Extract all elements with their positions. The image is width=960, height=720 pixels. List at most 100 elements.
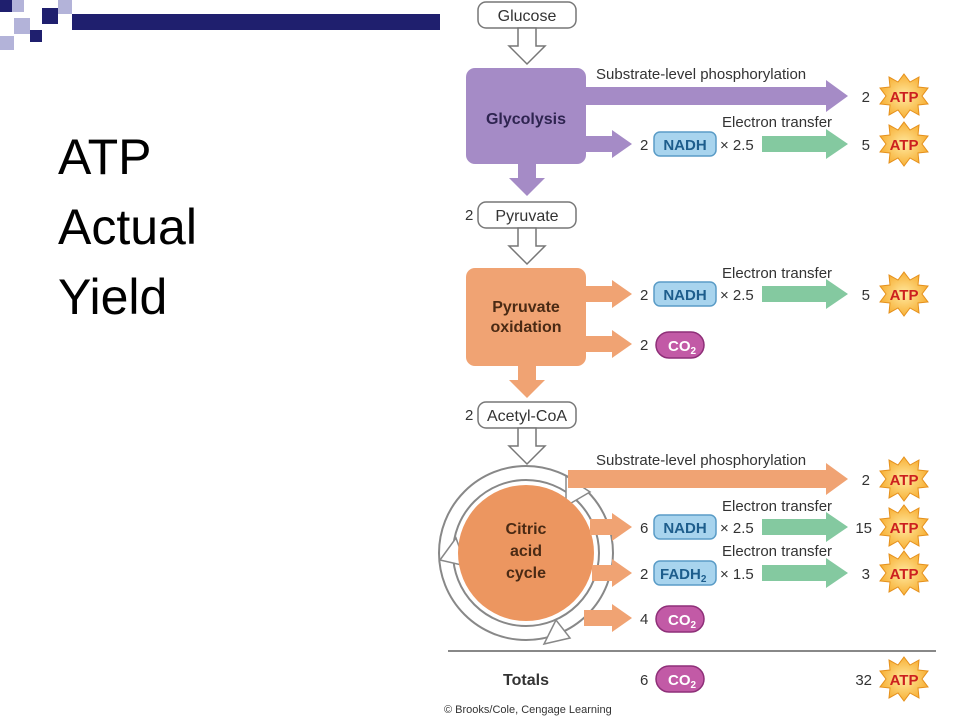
svg-text:ATP: ATP [890,89,919,106]
nadh-pill-gly: NADH [653,131,717,157]
svg-text:ATP: ATP [890,472,919,489]
svg-text:Glucose: Glucose [498,8,557,25]
svg-text:ATP: ATP [890,137,919,154]
glycolysis-stage: Glycolysis [466,68,586,164]
copyright-credit: © Brooks/Cole, Cengage Learning [444,704,612,716]
svg-text:Acetyl-CoA: Acetyl-CoA [487,408,567,425]
title-line-3: Yield [58,269,168,325]
citric-acid-cycle-stage: Citric acid cycle [438,465,614,646]
svg-text:Pyruvate: Pyruvate [495,208,558,225]
gly-et-label: Electron transfer [722,114,832,131]
atp-burst-cac-nadh: ATP [879,504,929,550]
glucose-node: Glucose [477,1,577,29]
co2-pill-pox: CO2 [655,331,705,359]
cac-nadh-multiplier: × 2.5 [720,520,754,537]
atp-burst-pox-et: ATP [879,271,929,317]
gly-et-atp-count: 5 [862,137,870,154]
cac-nadh-arrow [590,513,632,541]
glycolysis-nadh-arrow [584,130,632,158]
cac-nadh-count: 6 [640,520,648,537]
svg-text:FADH2: FADH2 [660,566,707,585]
svg-text:ATP: ATP [890,672,919,689]
svg-text:Citric: Citric [506,521,547,538]
cac-fadh2-et-arrow [762,558,848,588]
down-arrow-acetyl [507,427,547,466]
cac-nadh-et-label: Electron transfer [722,498,832,515]
totals-label: Totals [503,672,549,689]
glycolysis-down-arrow [509,164,545,196]
cac-fadh2-arrow [592,559,632,587]
gly-multiplier: × 2.5 [720,137,754,154]
pyruvate-count: 2 [465,207,473,224]
cac-slp-atp-count: 2 [862,472,870,489]
glycolysis-slp-arrow [584,80,848,112]
pox-et-arrow [762,279,848,309]
gly-et-arrow [762,129,848,159]
cac-co2-count: 4 [640,611,648,628]
co2-pill-total: CO2 [655,665,705,693]
svg-text:ATP: ATP [890,566,919,583]
title-line-1: ATP [58,129,152,185]
svg-text:CO2: CO2 [668,612,697,631]
svg-text:CO2: CO2 [668,672,697,691]
cac-slp-arrow [568,463,848,495]
svg-text:ATP: ATP [890,520,919,537]
co2-pill-cac: CO2 [655,605,705,633]
pox-et-label: Electron transfer [722,265,832,282]
svg-text:Glycolysis: Glycolysis [486,111,566,128]
down-arrow-pyruvate [507,227,547,266]
deco-square-navy-2 [42,8,58,24]
cac-nadh-et-arrow [762,512,848,542]
atp-burst-cac-fadh2: ATP [879,550,929,596]
pox-co2-arrow [584,330,632,358]
cac-co2-arrow [584,604,632,632]
svg-text:NADH: NADH [663,520,706,537]
atp-burst-cac-slp: ATP [879,456,929,502]
pox-nadh-arrow [584,280,632,308]
cac-fadh2-et-label: Electron transfer [722,543,832,560]
svg-text:acid: acid [510,543,542,560]
atp-burst-total: ATP [879,656,929,702]
svg-text:cycle: cycle [506,565,546,582]
fadh2-pill-cac: FADH2 [653,560,717,586]
deco-square-lavender-1 [12,0,24,12]
deco-square-lavender-2 [14,18,30,34]
deco-square-navy-1 [0,0,12,12]
gly-slp-atp-count: 2 [862,89,870,106]
deco-square-lavender-4 [0,36,14,50]
atp-burst-gly-et: ATP [879,121,929,167]
svg-text:oxidation: oxidation [490,319,561,336]
pox-multiplier: × 2.5 [720,287,754,304]
pox-co2-count: 2 [640,337,648,354]
total-co2-count: 6 [640,672,648,689]
glycolysis-slp-label: Substrate-level phosphorylation [596,66,806,83]
pyruvate-node: Pyruvate [477,201,577,229]
gly-nadh-count: 2 [640,137,648,154]
svg-text:CO2: CO2 [668,338,697,357]
title-line-2: Actual [58,199,197,255]
svg-text:ATP: ATP [890,287,919,304]
deco-square-navy-3 [30,30,42,42]
cac-slp-label: Substrate-level phosphorylation [596,452,806,469]
svg-text:Pyruvate: Pyruvate [492,299,560,316]
cac-nadh-atp-count: 15 [855,520,872,537]
deco-square-lavender-3 [58,0,72,14]
deco-bar-navy [72,14,440,30]
nadh-pill-cac: NADH [653,514,717,540]
total-atp-count: 32 [855,672,872,689]
nadh-pill-pox: NADH [653,281,717,307]
pox-down-arrow [509,366,545,398]
pox-et-atp-count: 5 [862,287,870,304]
atp-burst-gly-slp: ATP [879,73,929,119]
pox-nadh-count: 2 [640,287,648,304]
svg-text:NADH: NADH [663,137,706,154]
slide-title: ATP Actual Yield [58,122,197,332]
acetyl-coa-node: Acetyl-CoA [477,401,577,429]
pyruvate-oxidation-stage: Pyruvate oxidation [466,268,586,366]
svg-text:NADH: NADH [663,287,706,304]
acetyl-coa-count: 2 [465,407,473,424]
cac-fadh2-multiplier: × 1.5 [720,566,754,583]
cac-fadh2-count: 2 [640,566,648,583]
